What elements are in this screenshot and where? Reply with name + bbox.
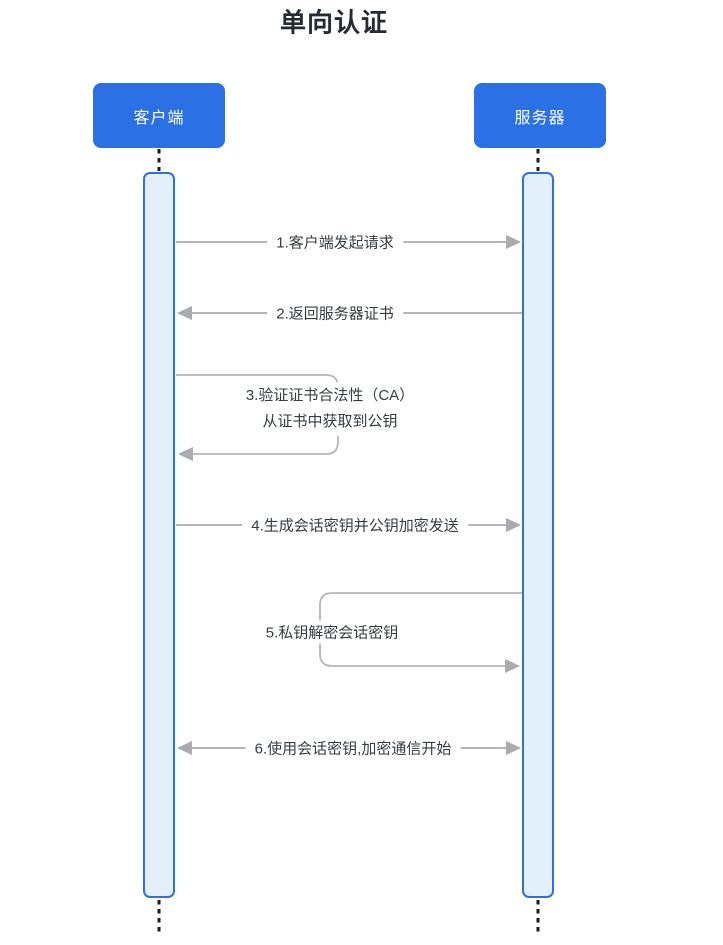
message-3-arrowhead-left	[178, 447, 193, 461]
message-2-arrowhead-left	[177, 306, 192, 320]
message-6-arrowhead-left	[177, 741, 192, 755]
message-1-arrowhead-right	[506, 235, 521, 249]
message-3-label: 3.验证证书合法性（CA） 从证书中获取到公钥	[236, 382, 424, 436]
message-5-arrowhead-right	[505, 659, 520, 673]
message-6-arrowhead-right	[506, 741, 521, 755]
message-3-label-line1: 3.验证证书合法性（CA）	[245, 387, 415, 404]
activation-bar-client	[143, 172, 175, 898]
message-1-label: 1.客户端发起请求	[267, 230, 403, 254]
message-2-label: 2.返回服务器证书	[267, 301, 403, 325]
activation-bar-server	[522, 172, 554, 898]
message-3-label-line2: 从证书中获取到公钥	[262, 413, 398, 430]
diagram-title: 单向认证	[279, 7, 389, 38]
actor-server-label: 服务器	[514, 109, 566, 127]
actor-box-server: 服务器	[474, 83, 606, 148]
message-4-label: 4.生成会话密钥并公钥加密发送	[242, 513, 468, 537]
actor-box-client: 客户端	[93, 83, 225, 148]
message-4-arrowhead-right	[506, 518, 521, 532]
message-5-label: 5.私钥解密会话密钥	[256, 620, 408, 644]
actor-client-label: 客户端	[133, 109, 185, 127]
message-6-label: 6.使用会话密钥,加密通信开始	[245, 736, 461, 760]
